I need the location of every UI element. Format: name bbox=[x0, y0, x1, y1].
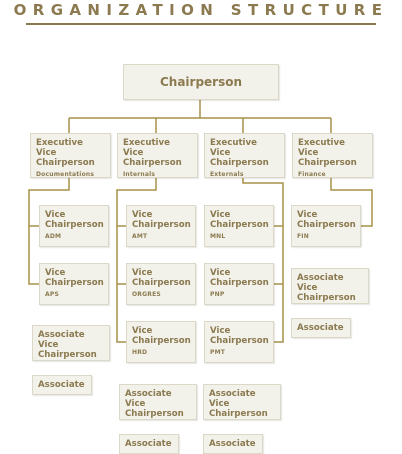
evp-finance: Executive Vice Chairperson Finance bbox=[292, 133, 373, 178]
evp-title: Executive Vice Chairperson bbox=[210, 138, 269, 168]
vc-code: FIN bbox=[297, 233, 309, 240]
associate-vc-label: Associate Vice Chairperson bbox=[297, 273, 356, 303]
vc-title: Vice Chairperson bbox=[45, 210, 104, 230]
vc-code: AMT bbox=[132, 233, 148, 240]
associate-vc-label: Associate Vice Chairperson bbox=[125, 389, 184, 419]
associate-vc-label: Associate Vice Chairperson bbox=[209, 389, 268, 419]
evp-title: Executive Vice Chairperson bbox=[123, 138, 182, 168]
vc-amt: Vice Chairperson AMT bbox=[126, 205, 196, 247]
vc-adm: Vice Chairperson ADM bbox=[39, 205, 109, 247]
vc-title: Vice Chairperson bbox=[132, 210, 191, 230]
evp-department: Internals bbox=[123, 171, 156, 178]
vc-title: Vice Chairperson bbox=[210, 326, 269, 346]
associate-finance: Associate bbox=[291, 318, 351, 338]
evp-externals: Executive Vice Chairperson Externals bbox=[204, 133, 285, 178]
associate-label: Associate bbox=[297, 323, 344, 333]
chairperson-box: Chairperson bbox=[123, 64, 279, 100]
evp-title: Executive Vice Chairperson bbox=[298, 138, 357, 168]
vc-pmt: Vice Chairperson PMT bbox=[204, 321, 274, 363]
associate-externals: Associate bbox=[203, 434, 263, 454]
page-title: ORGANIZATION STRUCTURE bbox=[13, 1, 389, 19]
vc-code: ORGRES bbox=[132, 291, 161, 298]
connector-ext-vcs bbox=[242, 178, 284, 343]
vc-mnl: Vice Chairperson MNL bbox=[204, 205, 274, 247]
evp-title: Executive Vice Chairperson bbox=[36, 138, 95, 168]
vc-code: HRD bbox=[132, 349, 148, 356]
vc-title: Vice Chairperson bbox=[132, 326, 191, 346]
vc-code: ADM bbox=[45, 233, 62, 240]
vc-title: Vice Chairperson bbox=[210, 210, 269, 230]
associate-vc-documentations: Associate Vice Chairperson bbox=[32, 325, 110, 361]
chairperson-label: Chairperson bbox=[159, 75, 243, 89]
evp-department: Finance bbox=[298, 171, 326, 178]
evp-internals: Executive Vice Chairperson Internals bbox=[117, 133, 198, 178]
associate-vc-finance: Associate Vice Chairperson bbox=[291, 268, 369, 304]
associate-label: Associate bbox=[38, 380, 85, 390]
connector-doc-vcs bbox=[28, 178, 70, 285]
vc-fin: Vice Chairperson FIN bbox=[291, 205, 361, 247]
vc-pnp: Vice Chairperson PNP bbox=[204, 263, 274, 305]
evp-department: Externals bbox=[210, 171, 244, 178]
vc-code: PMT bbox=[210, 349, 226, 356]
evp-department: Documentations bbox=[36, 171, 95, 178]
vc-orgres: Vice Chairperson ORGRES bbox=[126, 263, 196, 305]
associate-vc-externals: Associate Vice Chairperson bbox=[203, 384, 281, 420]
vc-title: Vice Chairperson bbox=[210, 268, 269, 288]
connector-fin-vc bbox=[330, 178, 373, 227]
vc-title: Vice Chairperson bbox=[45, 268, 104, 288]
associate-vc-internals: Associate Vice Chairperson bbox=[119, 384, 197, 420]
vc-hrd: Vice Chairperson HRD bbox=[126, 321, 196, 363]
associate-label: Associate bbox=[125, 439, 172, 449]
associate-internals: Associate bbox=[119, 434, 179, 454]
vc-code: PNP bbox=[210, 291, 225, 298]
title-underline bbox=[26, 23, 376, 25]
vc-code: APS bbox=[45, 291, 59, 298]
evp-documentations: Executive Vice Chairperson Documentation… bbox=[30, 133, 111, 178]
vc-title: Vice Chairperson bbox=[297, 210, 356, 230]
associate-documentations: Associate bbox=[32, 375, 92, 395]
vc-code: MNL bbox=[210, 233, 226, 240]
connector-int-vcs bbox=[116, 178, 157, 343]
vc-aps: Vice Chairperson APS bbox=[39, 263, 109, 305]
associate-vc-label: Associate Vice Chairperson bbox=[38, 330, 97, 360]
associate-label: Associate bbox=[209, 439, 256, 449]
vc-title: Vice Chairperson bbox=[132, 268, 191, 288]
